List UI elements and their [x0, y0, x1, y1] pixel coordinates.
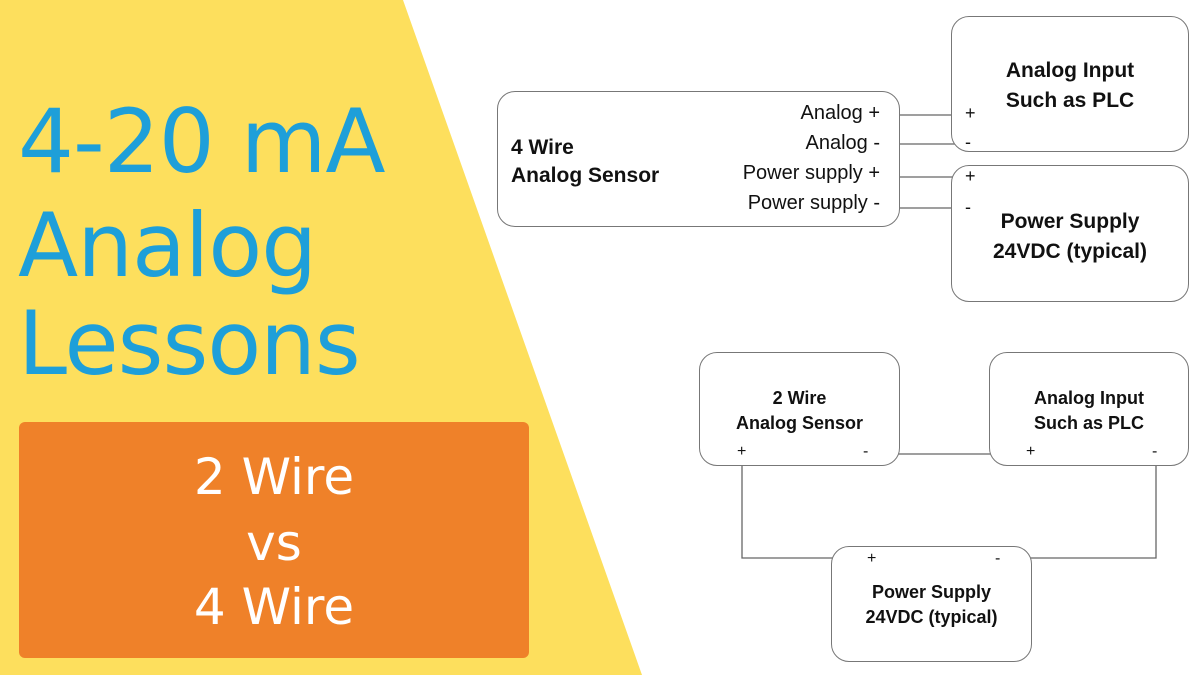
four-wire-psu-minus-terminal: -: [965, 197, 971, 217]
subtitle-line-2: vs: [246, 514, 302, 572]
terminal-power-supply-plus: Power supply +: [742, 162, 880, 184]
two-wire-sensor-minus-terminal: -: [863, 443, 869, 460]
wire-plc-minus-to-psu-minus: [997, 466, 1157, 559]
two-wire-sensor-plus-terminal: +: [737, 443, 747, 460]
subtitle-box: 2 Wire vs 4 Wire: [19, 422, 529, 658]
two-wire-sensor-label-line-2: Analog Sensor: [735, 413, 864, 433]
four-wire-sensor-label-line-1: 4 Wire: [511, 136, 574, 159]
two-wire-power-supply-box: + - Power Supply 24VDC (typical): [831, 546, 1032, 662]
four-wire-plc-plus-terminal: +: [965, 103, 976, 123]
wire-sensor-plus-to-psu-plus: [741, 466, 873, 559]
terminal-analog-minus: Analog -: [805, 132, 881, 154]
four-wire-plc-label-line-2: Such as PLC: [1005, 89, 1135, 112]
four-wire-plc-label-line-1: Analog Input: [1005, 59, 1135, 82]
two-wire-plc-plus-terminal: +: [1026, 443, 1036, 460]
two-wire-psu-label-line-2: 24VDC (typical): [865, 607, 998, 627]
four-wire-sensor-label-line-2: Analog Sensor: [511, 164, 660, 187]
terminal-power-supply-minus: Power supply -: [747, 192, 880, 214]
four-wire-psu-plus-terminal: +: [965, 166, 976, 186]
title-line-3: Lessons: [18, 292, 361, 395]
four-wire-power-supply-box: + - Power Supply 24VDC (typical): [951, 165, 1189, 302]
four-wire-sensor-box: 4 Wire Analog Sensor Analog + Analog - P…: [497, 91, 900, 227]
subtitle-line-1: 2 Wire: [193, 448, 355, 506]
title-line-1: 4-20 mA: [18, 90, 386, 193]
two-wire-sensor-label-line-1: 2 Wire: [772, 388, 827, 408]
two-wire-sensor-box: 2 Wire Analog Sensor + -: [699, 352, 900, 466]
four-wire-psu-label-line-2: 24VDC (typical): [992, 240, 1148, 263]
two-wire-psu-plus-terminal: +: [867, 550, 877, 567]
four-wire-psu-label-line-1: Power Supply: [1000, 210, 1140, 233]
two-wire-plc-label-line-2: Such as PLC: [1033, 413, 1145, 433]
two-wire-plc-box: Analog Input Such as PLC + -: [989, 352, 1189, 466]
title-line-2: Analog: [18, 194, 317, 297]
two-wire-psu-minus-terminal: -: [995, 550, 1001, 567]
four-wire-plc-minus-terminal: -: [965, 132, 971, 152]
subtitle-line-3: 4 Wire: [193, 578, 355, 636]
terminal-analog-plus: Analog +: [800, 102, 880, 124]
four-wire-plc-box: Analog Input Such as PLC + -: [951, 16, 1189, 152]
two-wire-plc-minus-terminal: -: [1152, 443, 1158, 460]
two-wire-plc-label-line-1: Analog Input: [1034, 388, 1144, 408]
two-wire-psu-label-line-1: Power Supply: [871, 582, 992, 602]
